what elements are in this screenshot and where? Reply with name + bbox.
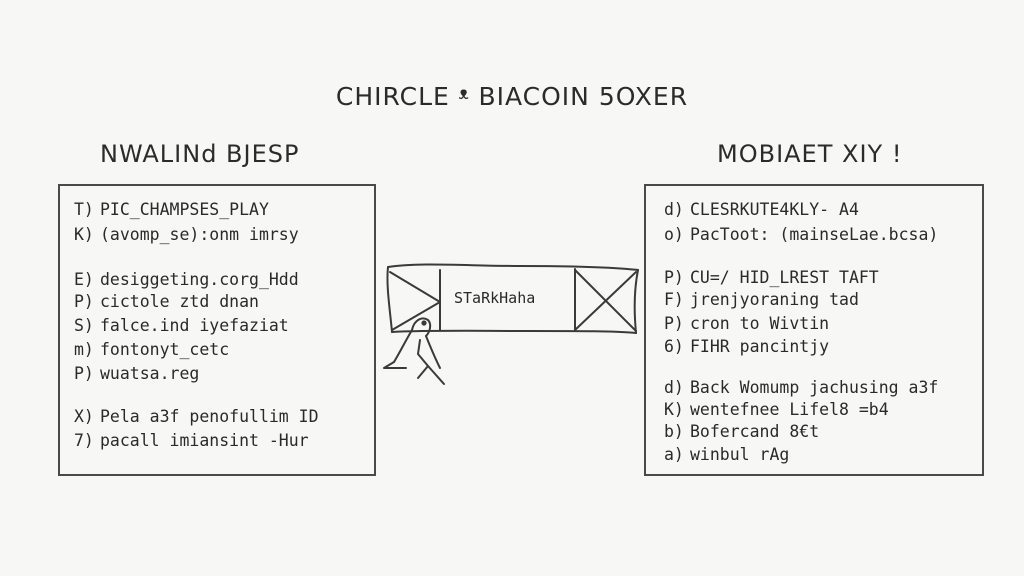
- item-text: jrenjyoraning tad: [690, 290, 859, 309]
- item-text: wentefnee Lifel8 =b4: [690, 400, 889, 419]
- bridge-right-cross: [574, 269, 637, 332]
- right-list-item: F) jrenjyoraning tad: [664, 290, 859, 310]
- left-list-item: m) fontonyt_cetc: [74, 340, 229, 360]
- bridge-label: SТaRkHaha: [454, 289, 536, 307]
- right-list-item: K) wentefnee Lifel8 =b4: [664, 400, 889, 420]
- left-list-item: T) PIC_CHAMPSES_PLAY: [74, 200, 269, 220]
- right-panel-box: [644, 184, 984, 476]
- item-text: Bofercand 8€t: [690, 422, 820, 441]
- left-panel-heading: NWALINd BJESP: [100, 140, 300, 168]
- item-text: winbul rAg: [690, 445, 790, 464]
- item-text: PacToot: (mainseLae.bcsa): [690, 225, 939, 244]
- item-marker: m): [74, 340, 94, 359]
- item-marker: K): [74, 225, 94, 244]
- right-list-item: P) CU=/ HID_LREST TAFT: [664, 268, 879, 288]
- item-text: PIC_CHAMPSES_PLAY: [100, 200, 269, 219]
- item-marker: S): [74, 316, 94, 335]
- item-text: wuatsa.reg: [100, 364, 200, 383]
- item-marker: 6): [664, 337, 684, 356]
- bridge-top-edge: [387, 263, 639, 271]
- right-list-item: a) winbul rAg: [664, 445, 789, 465]
- left-list-item: E) desiggeting.corg_Hdd: [74, 270, 299, 290]
- right-panel-heading: MOBIAET XIY !: [717, 140, 903, 168]
- item-text: CU=/ HID_LREST TAFT: [690, 268, 879, 287]
- item-marker: P): [664, 268, 684, 287]
- bridge-left-end: [386, 266, 393, 333]
- item-text: fontonyt_cetc: [100, 340, 230, 359]
- item-text: CLESRKUTE4KLY- A4: [690, 200, 859, 219]
- item-text: Pela a3f penofullim ID: [100, 407, 319, 426]
- left-list-item: S) falce.ind iyefaziat: [74, 316, 289, 336]
- right-list-item: P) cron to Wivtin: [664, 314, 829, 334]
- item-marker: a): [664, 445, 684, 464]
- item-marker: T): [74, 200, 94, 219]
- item-marker: 7): [74, 431, 94, 450]
- right-list-item: d) CLESRKUTE4KLY- A4: [664, 200, 859, 220]
- item-marker: K): [664, 400, 684, 419]
- item-text: FIHR pancintjy: [690, 337, 830, 356]
- left-list-item: K) (avomp_se):onm imrsy: [74, 225, 299, 245]
- item-marker: E): [74, 270, 94, 289]
- left-panel-box: [58, 184, 376, 476]
- bridge-left-cross: [389, 271, 441, 331]
- item-text: falce.ind iyefaziat: [100, 316, 289, 335]
- left-list-item: P) cictole ztd dnan: [74, 292, 259, 312]
- left-list-item: X) Pela a3f penofullim ID: [74, 407, 319, 427]
- left-list-item: P) wuatsa.reg: [74, 364, 199, 384]
- bridge-right-end: [633, 269, 639, 334]
- left-list-item: 7) pacall imiansint -Hur: [74, 431, 309, 451]
- item-text: Back Womump jachusing a3f: [690, 378, 939, 397]
- item-text: cictole ztd dnan: [100, 292, 259, 311]
- item-marker: F): [664, 290, 684, 309]
- item-marker: P): [664, 314, 684, 333]
- item-text: pacall imiansint -Hur: [100, 431, 309, 450]
- bird-icon: [383, 317, 445, 385]
- page-title: CHIRCLE ᵜ BIACOIN 5OXER: [335, 82, 689, 111]
- item-marker: d): [664, 378, 684, 397]
- item-marker: b): [664, 422, 684, 441]
- item-marker: P): [74, 364, 94, 383]
- right-list-item: b) Bofercand 8€t: [664, 422, 819, 442]
- right-list-item: 6) FIHR pancintjy: [664, 337, 829, 357]
- item-marker: o): [664, 225, 684, 244]
- item-marker: P): [74, 292, 94, 311]
- item-text: cron to Wivtin: [690, 314, 830, 333]
- item-text: (avomp_se):onm imrsy: [100, 225, 299, 244]
- item-marker: d): [664, 200, 684, 219]
- item-marker: X): [74, 407, 94, 426]
- item-text: desiggeting.corg_Hdd: [100, 270, 299, 289]
- right-list-item: o) PacToot: (mainseLae.bcsa): [664, 225, 938, 245]
- right-list-item: d) Back Womump jachusing a3f: [664, 378, 938, 398]
- bridge-bottom-edge: [391, 329, 637, 334]
